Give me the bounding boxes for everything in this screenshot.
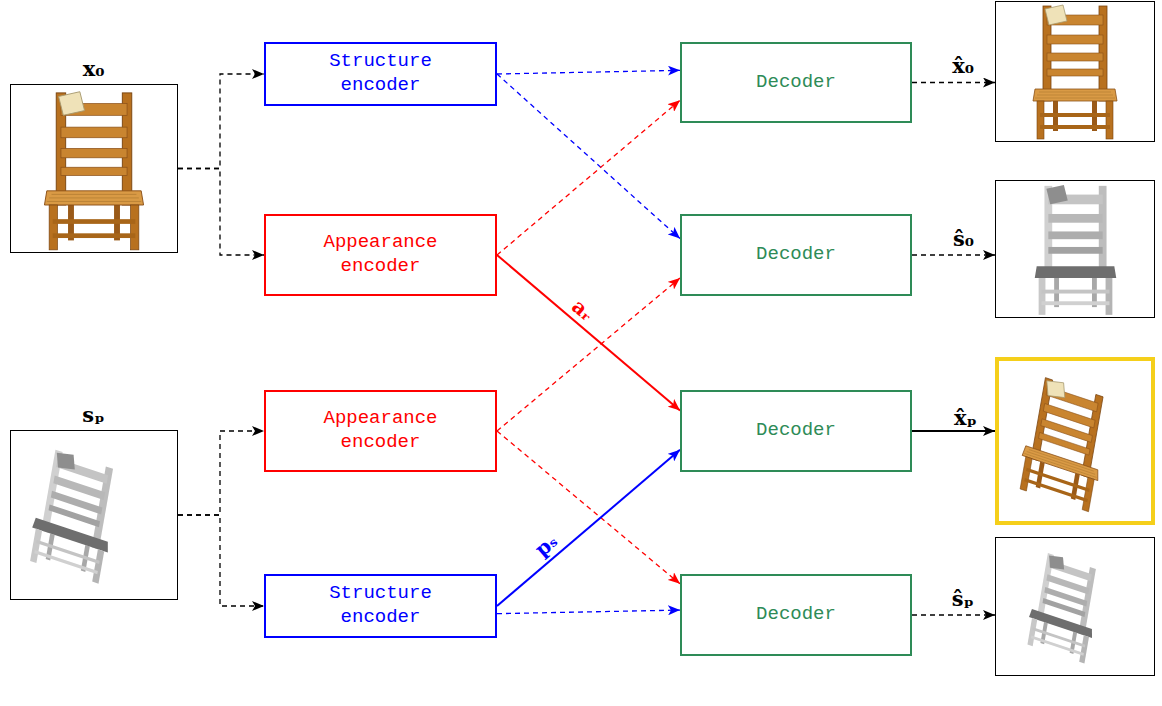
structure-encoder: Structure encoder <box>264 574 497 638</box>
connector-arrow <box>497 278 680 431</box>
connector-arrow <box>912 82 995 83</box>
connector-arrow <box>497 70 680 74</box>
decoder-box: Decoder <box>680 214 912 296</box>
output-image: x̂₀ <box>995 1 1155 142</box>
edge-label: pₛ <box>529 529 563 563</box>
box-label: Decoder <box>756 71 836 95</box>
box-label: Structure encoder <box>318 582 443 630</box>
connector-arrow <box>497 255 680 411</box>
edge-label: aᵣ <box>566 293 599 326</box>
image-label: x̂₀ <box>952 53 974 78</box>
connector-arrow <box>497 74 680 239</box>
box-label: Decoder <box>756 419 836 443</box>
decoder-box: Decoder <box>680 574 912 656</box>
output-image: ŝ₀ <box>995 180 1155 318</box>
chair-picture <box>1033 5 1117 139</box>
decoder-box: Decoder <box>680 390 912 472</box>
output-image-highlighted: x̂ₚ <box>995 357 1155 525</box>
image-label: ŝₚ <box>952 586 974 611</box>
connector-arrow <box>497 610 680 614</box>
connector-arrow <box>178 169 264 256</box>
input-image: sₚ <box>10 430 178 600</box>
connector-arrow <box>497 100 680 255</box>
structure-encoder: Structure encoder <box>264 42 497 106</box>
decoder-box: Decoder <box>680 42 912 123</box>
box-label: Appearance encoder <box>318 231 443 279</box>
connector-arrow <box>497 431 680 584</box>
input-image: x₀ <box>10 84 178 253</box>
output-image: ŝₚ <box>995 537 1155 676</box>
chair-structure-picture <box>27 446 123 585</box>
chair-picture <box>44 92 143 250</box>
chair-picture <box>1017 374 1113 513</box>
box-label: Appearance encoder <box>318 407 443 455</box>
image-label: x₀ <box>83 56 105 81</box>
image-label: x̂ₚ <box>954 405 977 430</box>
box-label: Structure encoder <box>318 50 443 98</box>
connector-arrow <box>178 431 264 515</box>
chair-structure-picture <box>1024 550 1103 665</box>
box-label: Decoder <box>756 603 836 627</box>
box-label: Decoder <box>756 243 836 267</box>
appearance-encoder: Appearance encoder <box>264 214 497 296</box>
image-label: sₚ <box>82 402 104 427</box>
chair-structure-picture <box>1035 185 1116 315</box>
connector-arrow <box>178 74 264 169</box>
connector-arrow <box>912 614 995 615</box>
image-label: ŝ₀ <box>953 226 974 251</box>
connector-arrow <box>497 450 680 606</box>
appearance-encoder: Appearance encoder <box>264 390 497 472</box>
connector-arrow <box>912 430 995 432</box>
connector-arrow <box>178 515 264 606</box>
connector-arrow <box>912 254 995 255</box>
